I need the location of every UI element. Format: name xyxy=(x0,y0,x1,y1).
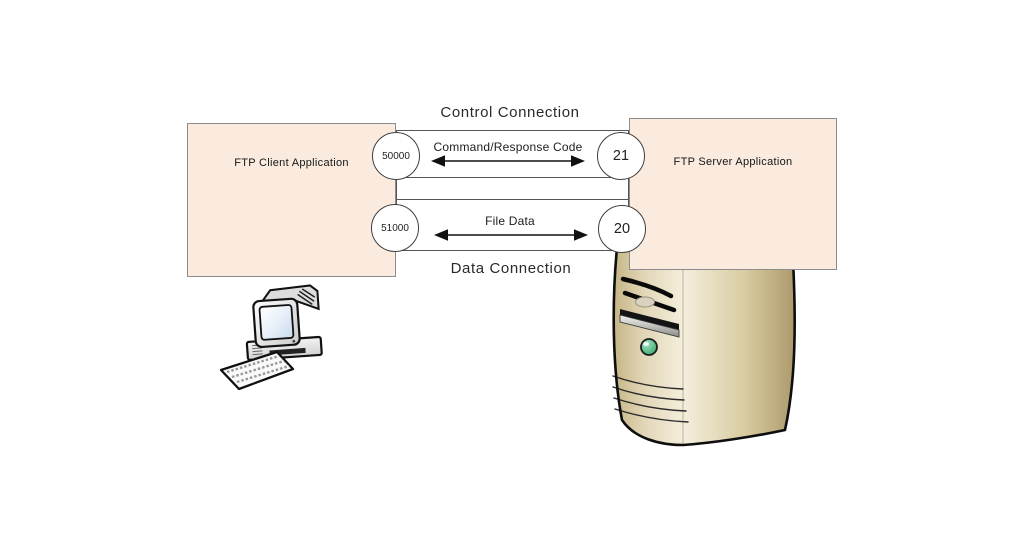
server-control-port: 21 xyxy=(612,148,630,164)
data-connection-title: Data Connection xyxy=(450,260,572,277)
ftp-server-app-box: FTP Server Application xyxy=(629,118,837,270)
client-control-port: 50000 xyxy=(382,150,410,162)
ftp-server-app-label: FTP Server Application xyxy=(673,156,793,168)
data-payload-label: File Data xyxy=(485,214,535,228)
server-data-port-badge: 20 xyxy=(598,205,646,253)
data-connection-pipe xyxy=(396,199,629,251)
control-payload-label: Command/Response Code xyxy=(433,140,583,154)
server-data-port: 20 xyxy=(613,221,631,237)
ftp-client-app-label: FTP Client Application xyxy=(234,157,349,169)
tower-server-icon xyxy=(612,246,797,447)
control-connection-pipe xyxy=(396,130,629,178)
data-bidirectional-arrow-icon xyxy=(434,229,588,241)
pipe-connector xyxy=(396,177,629,200)
server-control-port-badge: 21 xyxy=(597,132,645,180)
control-bidirectional-arrow-icon xyxy=(431,155,585,167)
ftp-client-app-box: FTP Client Application xyxy=(187,123,396,277)
client-control-port-badge: 50000 xyxy=(372,132,420,180)
client-data-port: 51000 xyxy=(381,222,409,234)
client-data-port-badge: 51000 xyxy=(371,204,419,252)
desktop-computer-icon xyxy=(219,284,323,391)
control-connection-title: Control Connection xyxy=(440,104,580,121)
